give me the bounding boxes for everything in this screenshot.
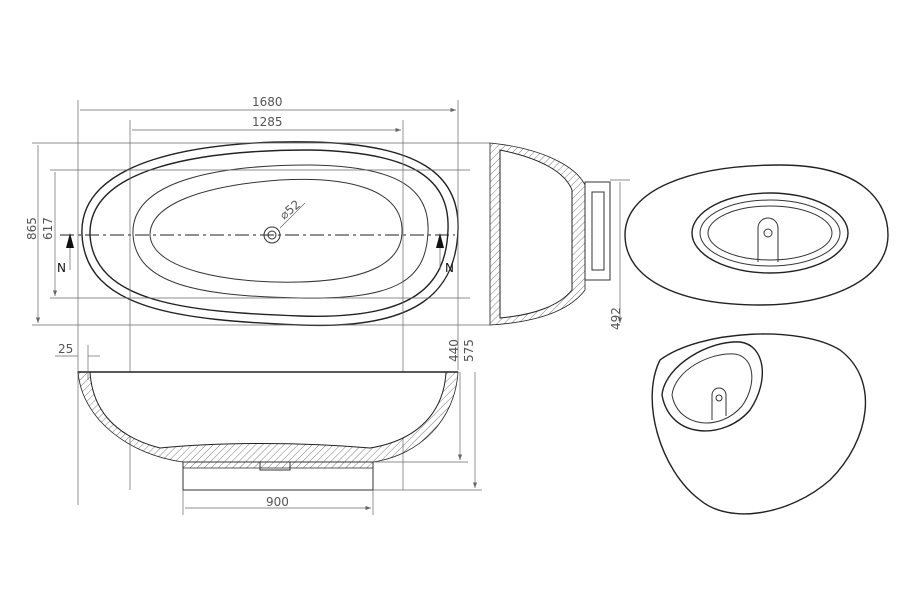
top-view-dimensions: 1680 1285 865 617 <box>25 95 490 505</box>
section-mark-right: N <box>445 261 454 275</box>
drain-diameter-label: ⌀52 <box>277 197 303 222</box>
dim-inner-depth: 440 <box>447 339 461 362</box>
dim-base-length: 900 <box>266 495 289 509</box>
dim-inner-length: 1285 <box>252 115 283 129</box>
dim-end-height: 492 <box>609 307 623 330</box>
dim-overall-length: 1680 <box>252 95 283 109</box>
perspective-view <box>651 333 867 515</box>
end-view: 492 <box>489 142 630 330</box>
dim-overall-width: 865 <box>25 217 39 240</box>
section-mark-left: N <box>57 261 66 275</box>
dim-rim-offset: 25 <box>58 342 73 356</box>
side-view: 900 25 440 575 <box>55 339 482 515</box>
plan-view-right <box>624 164 889 306</box>
dim-overall-height: 575 <box>462 339 476 362</box>
dim-inner-width: 617 <box>41 217 55 240</box>
